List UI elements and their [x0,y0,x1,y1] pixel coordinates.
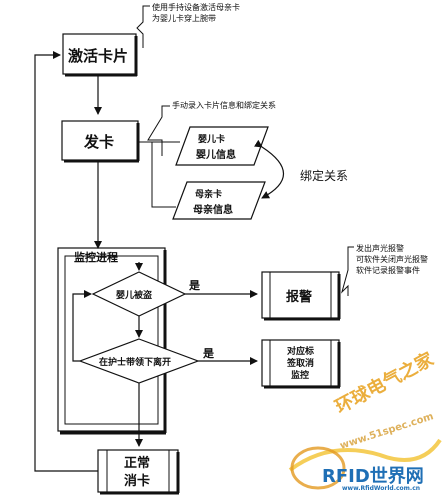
activate-card-box [62,33,137,75]
alarm-note-1: 发出声光报警 [356,244,404,253]
alarm-note-3: 软件记录报警事件 [356,266,420,275]
activate-card-label: 激活卡片 [68,47,129,65]
cancel-label-3: 监控 [291,371,310,381]
alarm-note-bracket [341,246,354,296]
activate-note-2: 为婴儿卡穿上腕带 [152,14,216,23]
bind-curve [253,139,285,199]
alarm-note-2: 可软件关闭声光报警 [356,255,428,264]
normal-cancel-box [97,449,179,493]
issue-card-label: 发卡 [84,133,115,151]
issue-note-bracket [147,105,170,156]
issue-note: 手动录入卡片信息和绑定关系 [172,101,276,110]
monitor-frame [57,247,166,432]
normal-label-2: 消卡 [124,474,151,489]
watermark-brand-url: www.RfidWorld.com.cn [342,485,421,492]
watermark-ring [290,446,346,490]
watermark-swirl [288,438,442,472]
bind-relation-label: 绑定关系 [300,169,349,183]
baby-stolen-label: 婴儿被盗 [116,291,153,301]
mother-card-line1: 母亲卡 [195,190,223,200]
activate-note-bracket [136,5,150,48]
monitor-title: 监控进程 [74,251,118,264]
cancel-label-2: 签取消 [287,359,315,369]
edge-issue-cards [151,142,176,208]
mother-card-line2: 母亲信息 [193,205,233,216]
nurse-leave-label: 在护士带领下离开 [99,358,172,368]
alarm-label: 报警 [286,290,313,305]
cancel-label-1: 对应标 [287,347,315,357]
watermark-brand: RFID世界网 [322,466,424,487]
baby-card-line1: 婴儿卡 [198,135,226,145]
baby-card-line2: 婴儿信息 [196,150,236,161]
cancel-monitor-box [261,339,340,387]
yes-label-2: 是 [203,347,214,360]
edge-return-loop [34,51,98,472]
mother-card-shape [172,181,266,220]
normal-label-1: 正常 [124,456,151,471]
activate-note-1: 使用手持设备激活母亲卡 [152,3,240,12]
edge-loop-back [72,290,92,362]
yes-label-1: 是 [189,279,200,292]
